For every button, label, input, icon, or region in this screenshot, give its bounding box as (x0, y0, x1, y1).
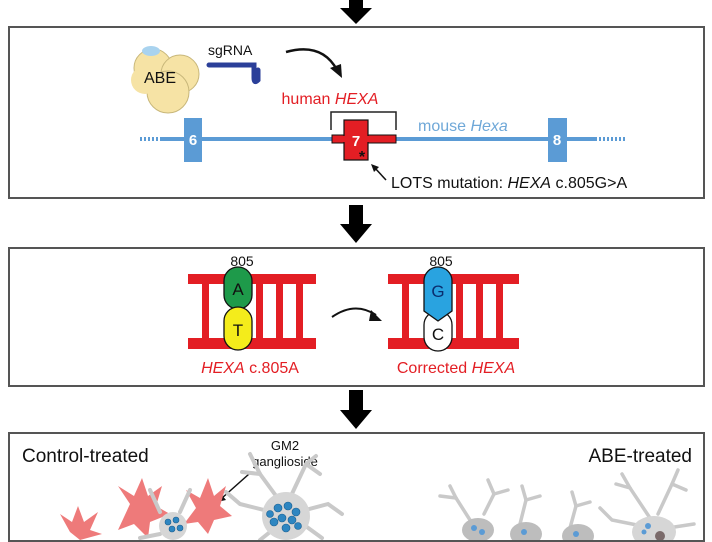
editing-arrow-head (369, 310, 382, 321)
base-A-label: A (232, 280, 244, 299)
mutation-label: LOTS mutation: HEXA c.805G>A (391, 175, 627, 192)
gm2-label-line1: GM2 (271, 438, 299, 453)
gene-diagram: ABE sgRNA human HEXA mouse Hexa 6 7 * (131, 42, 627, 192)
exon-7-fill (333, 136, 395, 142)
mouse-hexa-label: mouse Hexa (418, 118, 508, 135)
panel-base-editing: 805 A T HEXA c.805A 805 G C Corrected HE… (8, 247, 705, 387)
base-G-label: G (431, 282, 444, 301)
down-arrow-2 (340, 205, 372, 243)
control-treated-title: Control-treated (22, 446, 149, 467)
sgrna-label: sgRNA (208, 42, 253, 58)
exon-8-label: 8 (553, 132, 561, 149)
exon-6-label: 6 (189, 132, 197, 149)
position-805-right: 805 (429, 253, 453, 269)
down-arrow-1 (340, 0, 372, 24)
dna-ladder-corrected (388, 274, 519, 349)
position-805-left: 805 (230, 253, 254, 269)
exon-6 (184, 118, 202, 162)
caption-original: HEXA c.805A (201, 360, 299, 377)
base-T (223, 306, 253, 351)
human-hexa-label: human HEXA (282, 91, 379, 108)
base-G (423, 266, 453, 322)
abe-treated-title: ABE-treated (589, 446, 693, 467)
curved-arrow-icon (285, 48, 339, 71)
reactive-glia-icon (60, 478, 232, 540)
healthy-neuron-body-1 (462, 518, 494, 540)
human-bracket (330, 111, 397, 130)
base-editing-diagram: 805 A T HEXA c.805A 805 G C Corrected HE… (188, 253, 519, 377)
exon-7-label: 7 (352, 133, 360, 150)
healthy-neuron-body-4 (632, 516, 676, 540)
mutation-pointer-head (371, 164, 379, 172)
exon-8 (548, 118, 567, 162)
down-arrow-3 (340, 390, 372, 429)
base-C-label: C (432, 325, 444, 344)
residual-gm2-deposits (471, 523, 651, 537)
healthy-neuron-icon (438, 468, 696, 530)
gm2-label-line2: ganglioside (252, 454, 318, 469)
panel-treatment-outcome: Control-treated ABE-treated GM2 ganglios… (8, 432, 705, 542)
base-T-label: T (233, 321, 243, 340)
abe-label: ABE (144, 70, 176, 87)
sgrna-icon (206, 62, 261, 85)
neuron-illustration: Control-treated ABE-treated GM2 ganglios… (22, 438, 696, 540)
curved-arrow-head (330, 64, 342, 78)
mutation-star: * (359, 149, 366, 166)
panel-gene-targeting: ABE sgRNA human HEXA mouse Hexa 6 7 * (8, 26, 705, 199)
flow-arrows (340, 0, 372, 429)
editing-arrow-icon (331, 307, 377, 318)
abe-protein-icon (131, 46, 200, 114)
caption-corrected: Corrected HEXA (397, 360, 515, 377)
